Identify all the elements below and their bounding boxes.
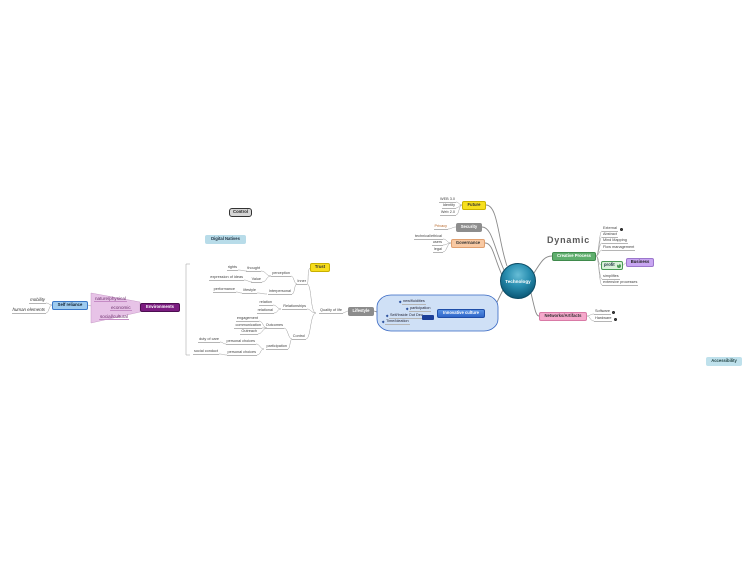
link-icon: [614, 317, 617, 321]
environment-item: economic: [110, 305, 132, 311]
governance-node[interactable]: Governance: [451, 239, 485, 248]
creative-item: extensive processes: [602, 280, 639, 286]
future-item: WEB 3.0: [439, 197, 456, 203]
tree-label-personal-choices: personal choices: [225, 339, 256, 345]
innovative-culture-node[interactable]: Innovative culture: [437, 309, 485, 318]
self-reliance-item: mobility: [29, 297, 46, 304]
cloud-item: Time/ideation: [385, 319, 410, 325]
control-node[interactable]: Control: [229, 208, 252, 217]
comment-icon: [422, 315, 434, 320]
tree-label-duty-of-care: duty of care: [198, 337, 220, 343]
tree-label-performance: performance: [212, 287, 236, 293]
tree-label-inner: Inner: [296, 279, 307, 285]
networks-item: Hardware: [594, 316, 613, 322]
tree-label-expression: expression of ideas: [209, 275, 244, 281]
governance-item: users: [431, 240, 443, 246]
future-node[interactable]: Future: [462, 201, 486, 210]
trust-node[interactable]: Trust: [310, 263, 330, 272]
tree-label-engagement: engagement: [235, 316, 259, 322]
link-icon: [620, 227, 623, 231]
tree-label-lifestyle: lifestyle: [242, 288, 257, 294]
cloud-item: new/fluidities: [402, 299, 426, 305]
governance-item: legal: [432, 247, 443, 253]
future-item: Web 2.0: [439, 210, 456, 216]
cloud-item: Self/Inside Out Dev.: [389, 313, 425, 319]
tree-label-communication: communication: [234, 323, 262, 329]
tree-label-control: Control: [291, 334, 306, 340]
tree-label-relational: relational: [256, 308, 274, 314]
environment-item: social/cultural: [99, 314, 129, 320]
creative-process-node[interactable]: Creative Process: [552, 252, 596, 261]
dynamic-heading: Dynamic: [547, 235, 591, 245]
plus-icon[interactable]: +: [616, 263, 621, 268]
profit-label: profit: [604, 262, 615, 268]
tree-label-value: Value: [250, 277, 262, 283]
future-item: Identity: [441, 203, 456, 209]
networks-item: Software: [594, 309, 611, 315]
technology-central-node[interactable]: Technology: [500, 263, 536, 299]
environments-node[interactable]: Environments: [140, 303, 180, 312]
governance-item: technical/ethical: [413, 234, 443, 240]
tree-label-outcomes: Outcomes: [264, 323, 284, 329]
creative-item: External: [602, 226, 618, 232]
environment-item: nature/physical: [94, 296, 127, 302]
cloud-item: participation: [409, 306, 432, 312]
tree-label-relation: relation: [258, 300, 273, 306]
tree-label-participation: participation: [265, 344, 288, 350]
networks-artifacts-node[interactable]: Networks/Artifacts: [539, 312, 587, 321]
tree-label-perception: perception: [271, 271, 291, 277]
lifestyle-node[interactable]: Lifestyle: [348, 307, 374, 316]
creative-item: Mind Mapping: [602, 238, 628, 244]
tree-label-rights: rights: [226, 265, 238, 271]
tree-label-interpersonal: Interpersonal: [267, 289, 292, 295]
tree-label-outreach: Outreach: [240, 329, 258, 335]
tree-label-social-conduct: social conduct: [192, 349, 219, 355]
security-item: Privacy: [433, 224, 448, 230]
creative-item: Flow management: [602, 245, 636, 251]
tree-label-personal-choices: personal choices: [226, 350, 257, 356]
digital-natives-node[interactable]: Digital Natives: [205, 235, 246, 244]
business-node[interactable]: Business: [626, 258, 654, 267]
link-icon: [612, 310, 615, 314]
accessibility-node[interactable]: Accessibility: [706, 357, 742, 366]
self-reliance-node[interactable]: Self reliance: [52, 301, 88, 310]
profit-node[interactable]: profit +: [601, 261, 623, 270]
creative-item: Abstract: [602, 232, 618, 238]
tree-label-relationships: Relationships: [282, 304, 307, 310]
security-node[interactable]: Security: [456, 223, 482, 232]
self-reliance-item: human elements: [11, 307, 46, 314]
tree-label-thought: thought: [246, 266, 261, 272]
creative-item: simplifies: [602, 274, 620, 280]
tree-label-quality-of-life: Quality of life: [319, 308, 343, 314]
